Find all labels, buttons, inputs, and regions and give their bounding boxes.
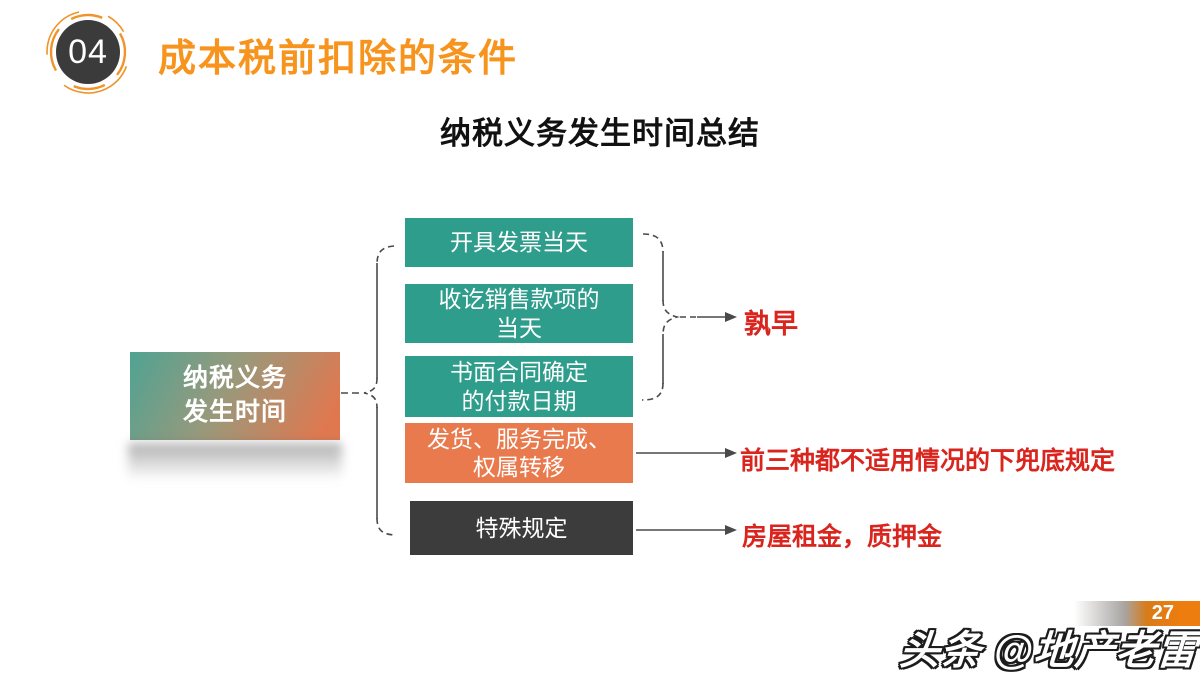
left-brace-bottom-hook bbox=[376, 517, 395, 536]
arrow-2-head bbox=[725, 448, 737, 458]
arrow-3-head bbox=[725, 525, 737, 535]
right-brace-bottom-hook bbox=[641, 382, 664, 401]
root-node: 纳税义务 发生时间 bbox=[130, 352, 340, 440]
page-number-bar: 27 bbox=[1074, 601, 1200, 626]
node-payment-received-day: 收讫销售款项的 当天 bbox=[405, 284, 633, 343]
annotation-fallback-rule: 前三种都不适用情况的下兜底规定 bbox=[740, 447, 1116, 475]
section-number-badge: 04 bbox=[44, 6, 136, 98]
right-brace-point bbox=[662, 299, 681, 336]
node-delivery-service-transfer: 发货、服务完成、 权属转移 bbox=[405, 423, 633, 483]
badge-rings-icon bbox=[46, 10, 130, 94]
right-brace-top-hook bbox=[642, 233, 664, 253]
watermark: 头条 @地产老雷 bbox=[897, 628, 1200, 674]
slide-subtitle: 纳税义务发生时间总结 bbox=[440, 116, 760, 151]
left-brace-top-hook bbox=[376, 245, 395, 265]
left-brace-point bbox=[363, 377, 378, 409]
section-number: 04 bbox=[68, 32, 108, 71]
annotation-rent-deposit: 房屋租金，质押金 bbox=[742, 523, 943, 551]
root-node-reflection bbox=[128, 443, 342, 487]
node-invoice-day: 开具发票当天 bbox=[405, 218, 633, 267]
slide-title: 成本税前扣除的条件 bbox=[158, 37, 519, 80]
header: 04 成本税前扣除的条件 bbox=[44, 6, 518, 98]
arrow-1-head bbox=[725, 312, 737, 322]
node-special-rules: 特殊规定 bbox=[410, 501, 633, 555]
page-number: 27 bbox=[1151, 602, 1174, 624]
node-contract-payment-date: 书面合同确定 的付款日期 bbox=[405, 356, 633, 417]
annotation-earliest: 孰早 bbox=[744, 309, 798, 339]
